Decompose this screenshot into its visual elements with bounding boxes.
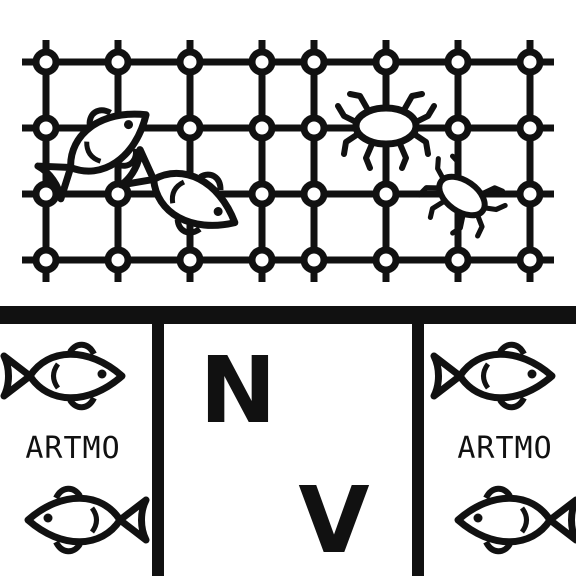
net-knot	[176, 246, 204, 274]
net-knot	[444, 48, 472, 76]
net-knot	[300, 48, 328, 76]
net-knot	[516, 180, 544, 208]
net-knot	[300, 180, 328, 208]
net-knot	[444, 114, 472, 142]
net-knot	[248, 48, 276, 76]
net-knot	[32, 114, 60, 142]
left-panel-label: ARTMO	[25, 431, 120, 466]
net-knots	[32, 48, 544, 274]
right-panel: ARTMO	[434, 345, 576, 552]
fish-icon	[434, 345, 552, 408]
net-knot	[300, 246, 328, 274]
center-letter-top: N	[200, 337, 277, 444]
net-knot	[32, 246, 60, 274]
net-knot	[176, 114, 204, 142]
right-panel-label: ARTMO	[457, 431, 552, 466]
net-knot	[248, 246, 276, 274]
net-knot	[32, 48, 60, 76]
fish-icon	[28, 489, 146, 552]
left-panel: ARTMO	[4, 345, 146, 552]
bottom-frame	[0, 306, 576, 576]
net-knot	[176, 48, 204, 76]
fish-icon	[458, 489, 576, 552]
fish-icon	[4, 345, 122, 408]
net-knot	[372, 48, 400, 76]
net-knot	[300, 114, 328, 142]
net-knot	[372, 246, 400, 274]
center-letter-bottom: V	[298, 467, 369, 574]
net-knot	[32, 180, 60, 208]
net-knot	[248, 180, 276, 208]
net-knot	[372, 180, 400, 208]
net-knot	[104, 48, 132, 76]
net-knot	[248, 114, 276, 142]
net-knot	[104, 246, 132, 274]
net-knot	[516, 114, 544, 142]
net-knot	[516, 246, 544, 274]
center-panel: N V	[200, 337, 370, 574]
net-knot	[444, 246, 472, 274]
net-knot	[516, 48, 544, 76]
